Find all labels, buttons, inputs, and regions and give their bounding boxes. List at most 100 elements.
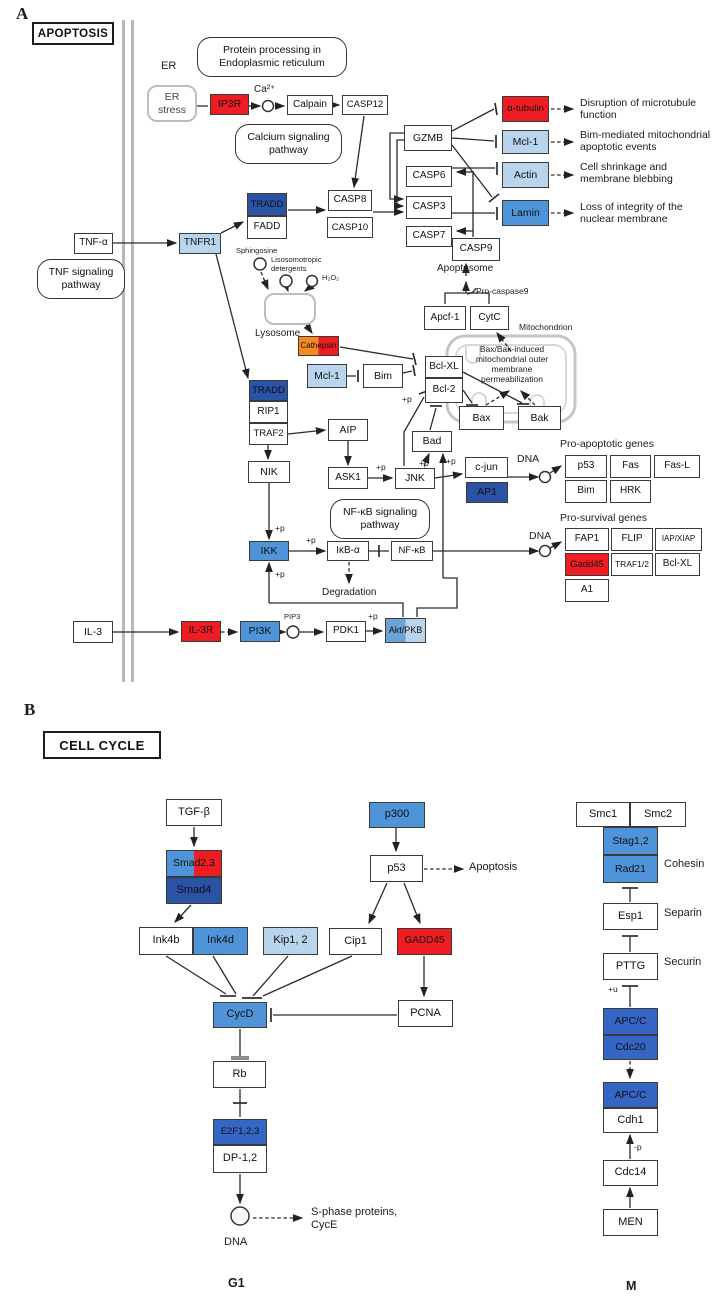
er-stress: ER stress (147, 85, 197, 122)
cip1: Cip1 (329, 928, 382, 955)
pro-survival-label: Pro-survival genes (560, 512, 647, 524)
ikb-alpha: IκB-α (327, 541, 369, 561)
smad2-3: Smad2,3 (166, 850, 222, 877)
mcl1-lower: Mcl-1 (307, 364, 347, 388)
casp6: CASP6 (406, 166, 452, 187)
p53-b: p53 (370, 855, 423, 882)
cohesin-label: Cohesin (664, 858, 705, 870)
lysosome-shape (264, 293, 316, 325)
cycd: CycD (213, 1002, 267, 1028)
tnfr1: TNFR1 (179, 233, 221, 254)
dna-circle-2 (538, 544, 552, 558)
plus-p-nik-ikk: +p (275, 523, 285, 533)
ip3r: IP3R (210, 94, 249, 115)
alpha-tubulin: α-tubulin (502, 96, 549, 122)
ask1: ASK1 (328, 467, 368, 489)
lamin: Lamin (502, 200, 549, 226)
panel-b-letter: B (24, 700, 36, 719)
bak: Bak (518, 406, 561, 430)
cdc20: Cdc20 (603, 1035, 658, 1060)
bim-gene: Bim (565, 480, 607, 503)
kip1-2: Kip1, 2 (263, 927, 318, 955)
tradd-2: TRADD (249, 380, 288, 401)
cytc: CytC (470, 306, 509, 330)
smad4: Smad4 (166, 877, 222, 904)
effect-bim: Bim-mediated mitochondrial apoptotic eve… (580, 129, 711, 154)
apoptosome-label: Apoptosome (437, 263, 494, 274)
p300: p300 (369, 802, 425, 828)
nik: NIK (248, 461, 290, 483)
plus-p-jnk-bad: +p (419, 458, 429, 468)
dna-label-1: DNA (517, 453, 540, 465)
aip: AIP (328, 419, 368, 441)
ap1: AP1 (466, 482, 508, 503)
traf2: TRAF2 (249, 423, 288, 445)
s-phase-label: S-phase proteins, CycE (311, 1206, 398, 1231)
momp-text: Bax/Bak-induced mitochondrial outer memb… (475, 344, 549, 385)
fas-l: Fas-L (654, 455, 700, 478)
casp3: CASP3 (406, 196, 452, 219)
dna-label-2: DNA (529, 530, 552, 542)
separin-label: Separin (664, 907, 702, 919)
calcium-pathway-note: Calcium signaling pathway (235, 124, 342, 164)
bad: Bad (412, 431, 452, 452)
gzmb: GZMB (404, 125, 452, 151)
rip1: RIP1 (249, 401, 288, 423)
gadd45-b: GADD45 (397, 928, 452, 955)
ink4b: Ink4b (139, 927, 193, 955)
fap1: FAP1 (565, 528, 609, 551)
hrk: HRK (610, 480, 651, 503)
jnk: JNK (395, 468, 435, 489)
tnf-alpha: TNF-α (74, 233, 113, 254)
pathway-note-protein-processing: Protein processing in Endoplasmic reticu… (197, 37, 347, 77)
bcl-xl-gene: Bcl-XL (655, 553, 700, 576)
apoptosis-title: APOPTOSIS (32, 22, 114, 45)
h2o2-label: H₂O₂ (322, 273, 340, 282)
esp1: Esp1 (603, 903, 658, 930)
pcna: PCNA (398, 1000, 453, 1027)
casp12: CASP12 (342, 95, 388, 115)
sphingosine-circle (253, 257, 267, 271)
a1: A1 (565, 579, 609, 602)
g1-label: G1 (228, 1276, 245, 1290)
dna-circle-b (230, 1206, 250, 1226)
rad21: Rad21 (603, 855, 658, 883)
iap-xiap: IAP/XIAP (655, 528, 702, 551)
apoptosis-ref-label: Apoptosis (469, 861, 518, 873)
casp9: CASP9 (452, 238, 500, 261)
plus-p-akt-ikk: +p (275, 569, 285, 579)
ca2-label: Ca²⁺ (254, 84, 276, 95)
bim: Bim (363, 364, 403, 388)
fadd: FADD (247, 216, 287, 239)
nfkb: NF-κB (391, 541, 433, 561)
plus-p-ask1-jnk: +p (376, 462, 386, 472)
casp7: CASP7 (406, 226, 452, 247)
fas: Fas (610, 455, 651, 478)
nfkb-pathway-note: NF-κB signaling pathway (330, 499, 430, 539)
plus-u-label: +u (608, 984, 618, 994)
degradation-label: Degradation (322, 587, 377, 598)
flip: FLIP (611, 528, 653, 551)
gadd45-gene: Gadd45 (565, 553, 609, 576)
akt-pkb: Akt/PKB (385, 618, 426, 643)
bcl-xl: Bcl-XL (425, 356, 463, 378)
bax: Bax (459, 406, 504, 430)
h2o2-circle (305, 274, 319, 288)
tnf-pathway-note: TNF signaling pathway (37, 259, 125, 299)
effect-nuclear: Loss of integrity of the nuclear membran… (580, 201, 683, 226)
cdc14: Cdc14 (603, 1160, 658, 1186)
procaspase9-label: Pro-caspase9 (476, 286, 529, 296)
actin: Actin (502, 162, 549, 188)
dna-circle-1 (538, 470, 552, 484)
ink4d: Ink4d (193, 927, 248, 955)
apcf1: Apcf-1 (424, 306, 466, 330)
apcc-cdh1: APC/C (603, 1082, 658, 1108)
detergents-label: Lisosomotropic detergents (271, 255, 322, 273)
plus-p-akt-bad: +p (446, 456, 456, 466)
mitochondrion-label: Mitochondrion (519, 322, 573, 332)
cathepsin: Cathepsin (298, 336, 339, 356)
casp10: CASP10 (327, 217, 373, 238)
il3: IL-3 (73, 621, 113, 643)
smc2: Smc2 (630, 802, 686, 827)
